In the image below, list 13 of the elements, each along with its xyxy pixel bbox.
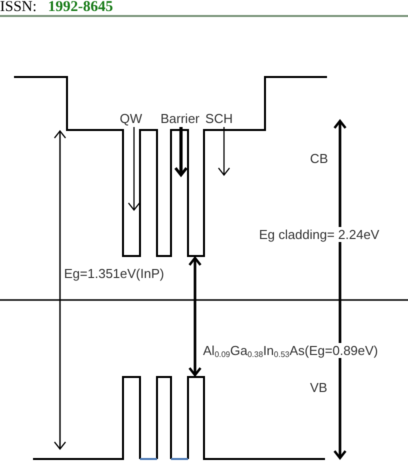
pointer-label: QW (120, 111, 142, 126)
leader-arrow (218, 127, 230, 176)
material-label: Al$_{0.09}$Ga$_{0.38}$In$_{0.53}$As(Eg=0.89eV) (203, 343, 378, 358)
leader-arrow (174, 127, 188, 176)
header-text: ISSN: (0, 0, 37, 15)
issn-number: 1992-8645 (48, 0, 113, 15)
band-label: CB (310, 151, 328, 166)
pointer-label: SCH (205, 111, 233, 126)
energy-gap-label: Eg=1.351eV(InP) (64, 266, 164, 281)
energy-gap-label: Eg cladding= 2.24eV (259, 227, 380, 242)
band-label: VB (310, 380, 328, 395)
pointer-label: Barrier (160, 111, 200, 126)
leader-arrow (128, 127, 140, 211)
